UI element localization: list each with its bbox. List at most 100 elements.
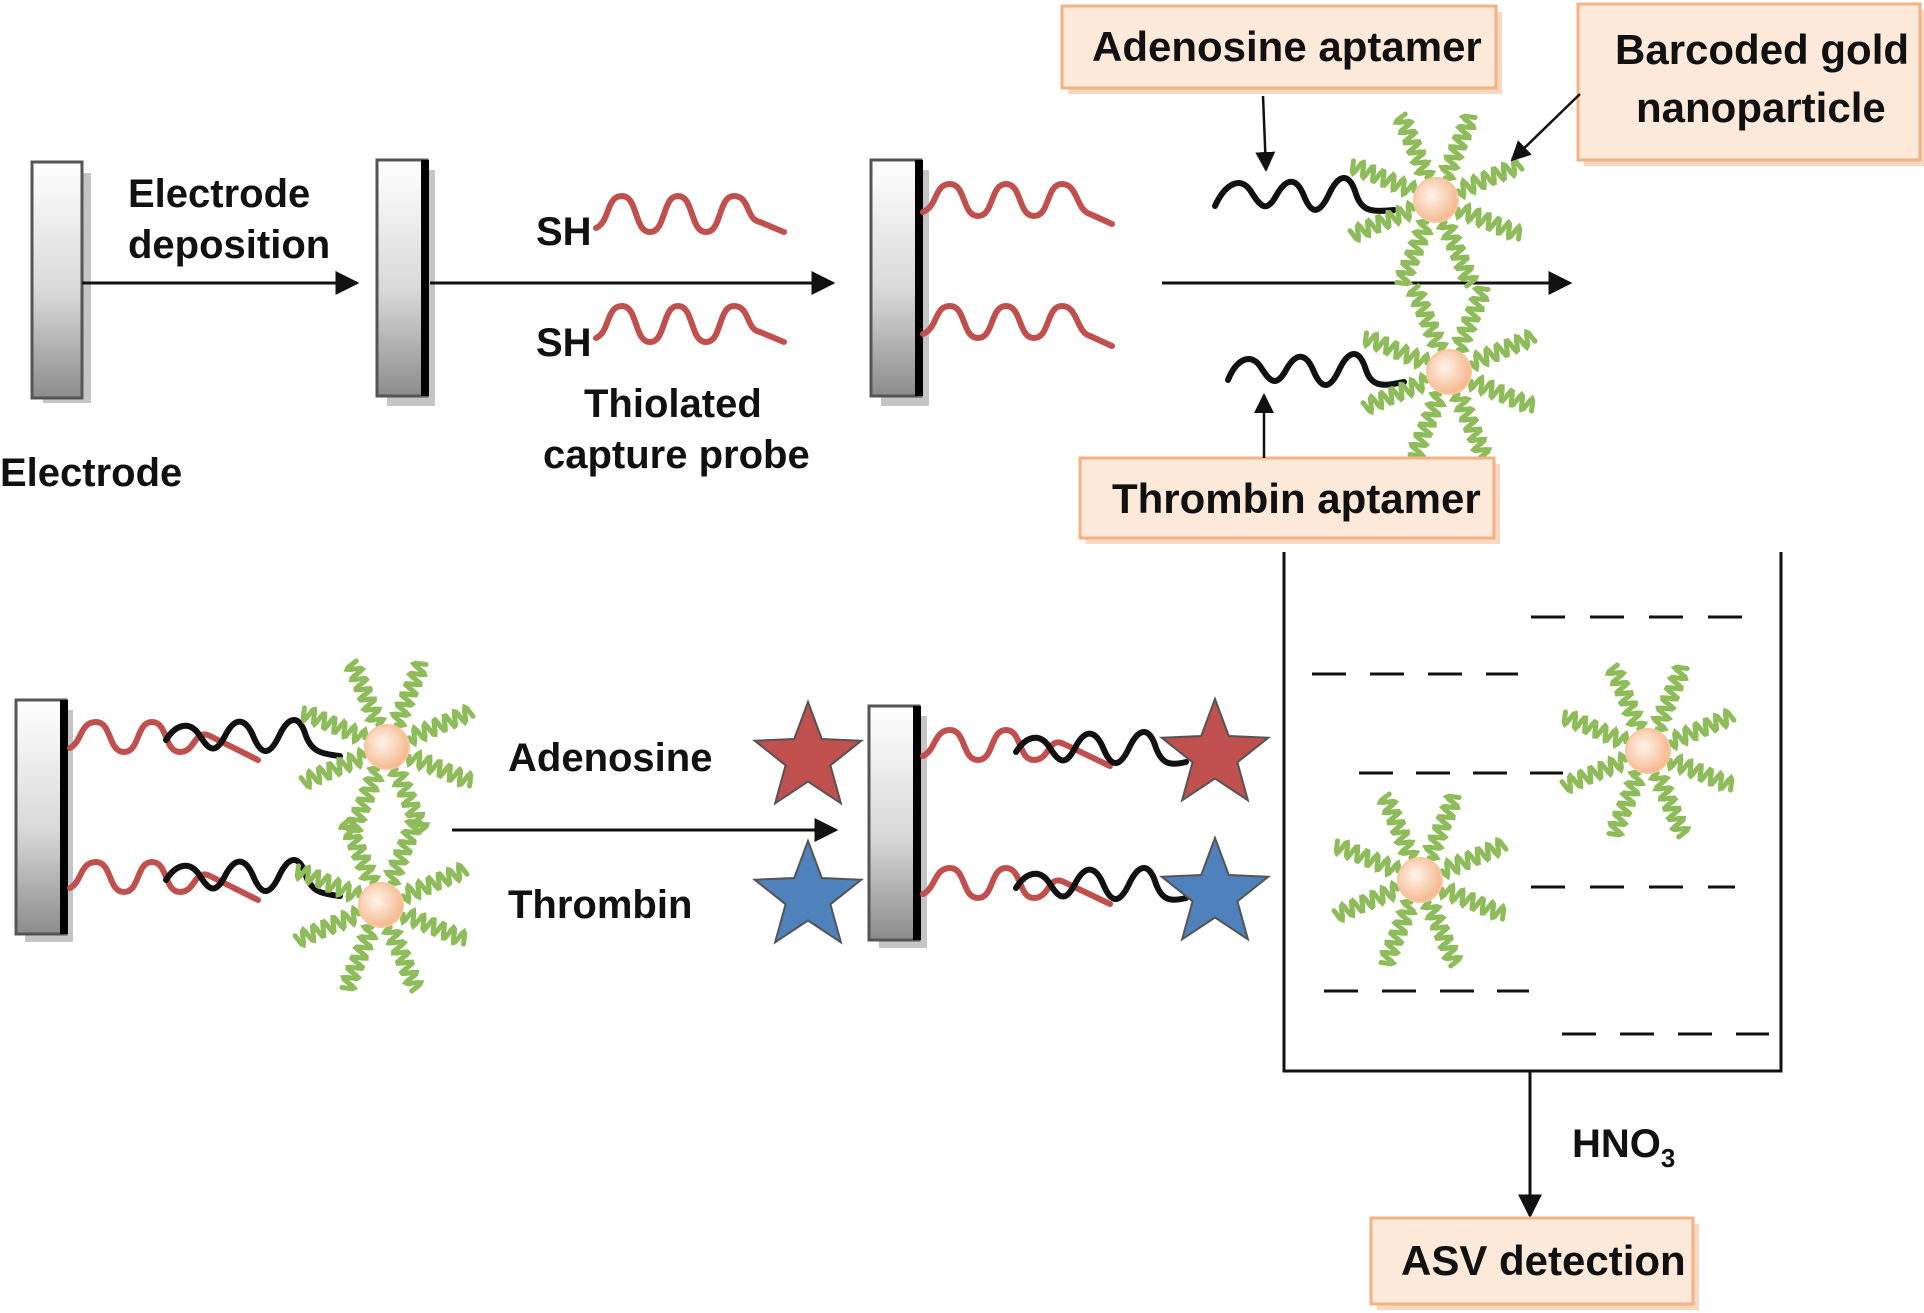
gold-core [1625, 728, 1671, 774]
barcode-strand [1331, 879, 1401, 924]
released-nanoparticle-2 [1331, 791, 1509, 969]
barcode-strand [1467, 374, 1536, 414]
bound-probe-top [920, 726, 1113, 769]
barcode-strand [1666, 753, 1735, 793]
barcode-strand [1606, 769, 1646, 838]
modified-electrode-1 [375, 158, 435, 406]
thrombin-star-icon [751, 838, 865, 945]
gold-core [1413, 177, 1459, 223]
barcode-strand [1333, 838, 1402, 878]
barcode-strand [1561, 709, 1630, 749]
barcode-strand [1667, 707, 1737, 752]
bound-adenosine-star-icon [1158, 696, 1272, 803]
sandwich-aptamer-top [163, 717, 343, 759]
barcode-strand [399, 907, 468, 947]
barcode-strand [1559, 750, 1629, 795]
sh-label-top: SH [536, 210, 592, 254]
barcode-strand [1647, 770, 1692, 840]
barcode-strand [298, 746, 368, 791]
thiolated-label-line1: Thiolated [584, 382, 762, 426]
barcoded-nanoparticle-pointer [1510, 93, 1581, 162]
barcode-strand [339, 923, 379, 992]
thrombin-aptamer-strand [1225, 351, 1407, 388]
barcode-strand [345, 765, 385, 834]
barcoded-gold-nanoparticle-callout: Barcoded gold nanoparticle [1576, 2, 1924, 166]
barcode-strand [389, 660, 429, 729]
bound-aptamer-top [1013, 729, 1189, 767]
barcode-strand [1376, 791, 1421, 861]
hno3-label-subscript: 3 [1661, 1143, 1675, 1173]
bound-aptamer-bottom [1013, 865, 1189, 903]
barcode-strand [1378, 898, 1418, 967]
adenosine-aptamer-callout: Adenosine aptamer [1060, 4, 1502, 94]
electrode-deposition-label-line2: deposition [128, 223, 330, 267]
barcode-strand [292, 904, 362, 949]
gold-core [364, 724, 410, 770]
probe-modified-electrode [869, 158, 1115, 406]
thrombin-label: Thrombin [508, 883, 692, 927]
capture-probe-strand-top [593, 192, 787, 236]
barcode-strand [1405, 283, 1450, 353]
solution-dashes [1312, 615, 1769, 1036]
barcoded-label-line1: Barcoded gold [1615, 26, 1909, 73]
bound-probe-bottom [920, 864, 1113, 907]
barcode-strand [1407, 390, 1447, 459]
bare-electrode [30, 160, 91, 403]
barcode-strand [1347, 199, 1417, 244]
gold-core [358, 882, 404, 928]
hno3-label-base: HNO [1572, 1122, 1661, 1166]
barcode-strand [1454, 202, 1523, 242]
electrode-label: Electrode [0, 451, 182, 495]
asv-detection-callout: ASV detection [1369, 1216, 1699, 1310]
target-bound-electrode [867, 704, 1189, 948]
barcode-strand [1349, 158, 1418, 198]
barcode-strand [1360, 371, 1430, 416]
barcode-strand [380, 924, 425, 994]
barcode-strand [1419, 899, 1464, 969]
barcode-strand [1604, 662, 1649, 732]
barcode-strand [1468, 328, 1538, 373]
immobilized-probe-top [920, 180, 1115, 227]
thiolated-label-line2: capture probe [543, 433, 810, 477]
sandwich-nanoparticle-bottom [292, 816, 470, 994]
barcode-strand [406, 703, 476, 748]
barcode-strand [1438, 882, 1507, 922]
barcoded-gold-nanoparticle-top [1347, 111, 1525, 289]
beaker [1282, 552, 1783, 1073]
adenosine-label: Adenosine [508, 736, 712, 780]
thrombin-aptamer-label: Thrombin aptamer [1112, 475, 1481, 522]
barcode-strand [1438, 113, 1478, 182]
sandwich-nanoparticle-top [298, 658, 476, 836]
adenosine-star-icon [751, 699, 865, 806]
asv-detection-label: ASV detection [1401, 1237, 1686, 1284]
barcode-strand [400, 861, 470, 906]
barcode-strand [1435, 219, 1480, 289]
adenosine-aptamer-pointer [1255, 95, 1276, 172]
sandwich-electrode [14, 698, 343, 942]
barcode-strand [383, 818, 423, 887]
barcode-strand [1455, 156, 1525, 201]
barcode-strand [1451, 285, 1491, 354]
barcode-strand [1650, 664, 1690, 733]
sandwich-probe-top [67, 718, 261, 763]
sandwich-probe-bottom [67, 858, 261, 903]
barcoded-label-line2: nanoparticle [1636, 84, 1886, 131]
adenosine-aptamer-strand [1212, 175, 1397, 214]
barcode-strand [300, 705, 369, 745]
barcode-strand [294, 863, 363, 903]
barcode-strand [1439, 836, 1509, 881]
barcode-strand [1448, 391, 1493, 461]
barcode-strand [343, 658, 388, 728]
gold-core [1426, 349, 1472, 395]
adenosine-aptamer-label: Adenosine aptamer [1092, 23, 1482, 70]
immobilized-probe-bottom [920, 302, 1115, 349]
thrombin-aptamer-callout: Thrombin aptamer [1078, 456, 1500, 544]
sh-label-bottom: SH [536, 321, 592, 365]
barcoded-gold-nanoparticle-bottom [1360, 283, 1538, 461]
barcode-strand [1422, 793, 1462, 862]
barcode-strand [1362, 330, 1431, 370]
released-nanoparticle-1 [1559, 662, 1737, 840]
barcode-strand [1392, 111, 1437, 181]
barcode-strand [337, 816, 382, 886]
